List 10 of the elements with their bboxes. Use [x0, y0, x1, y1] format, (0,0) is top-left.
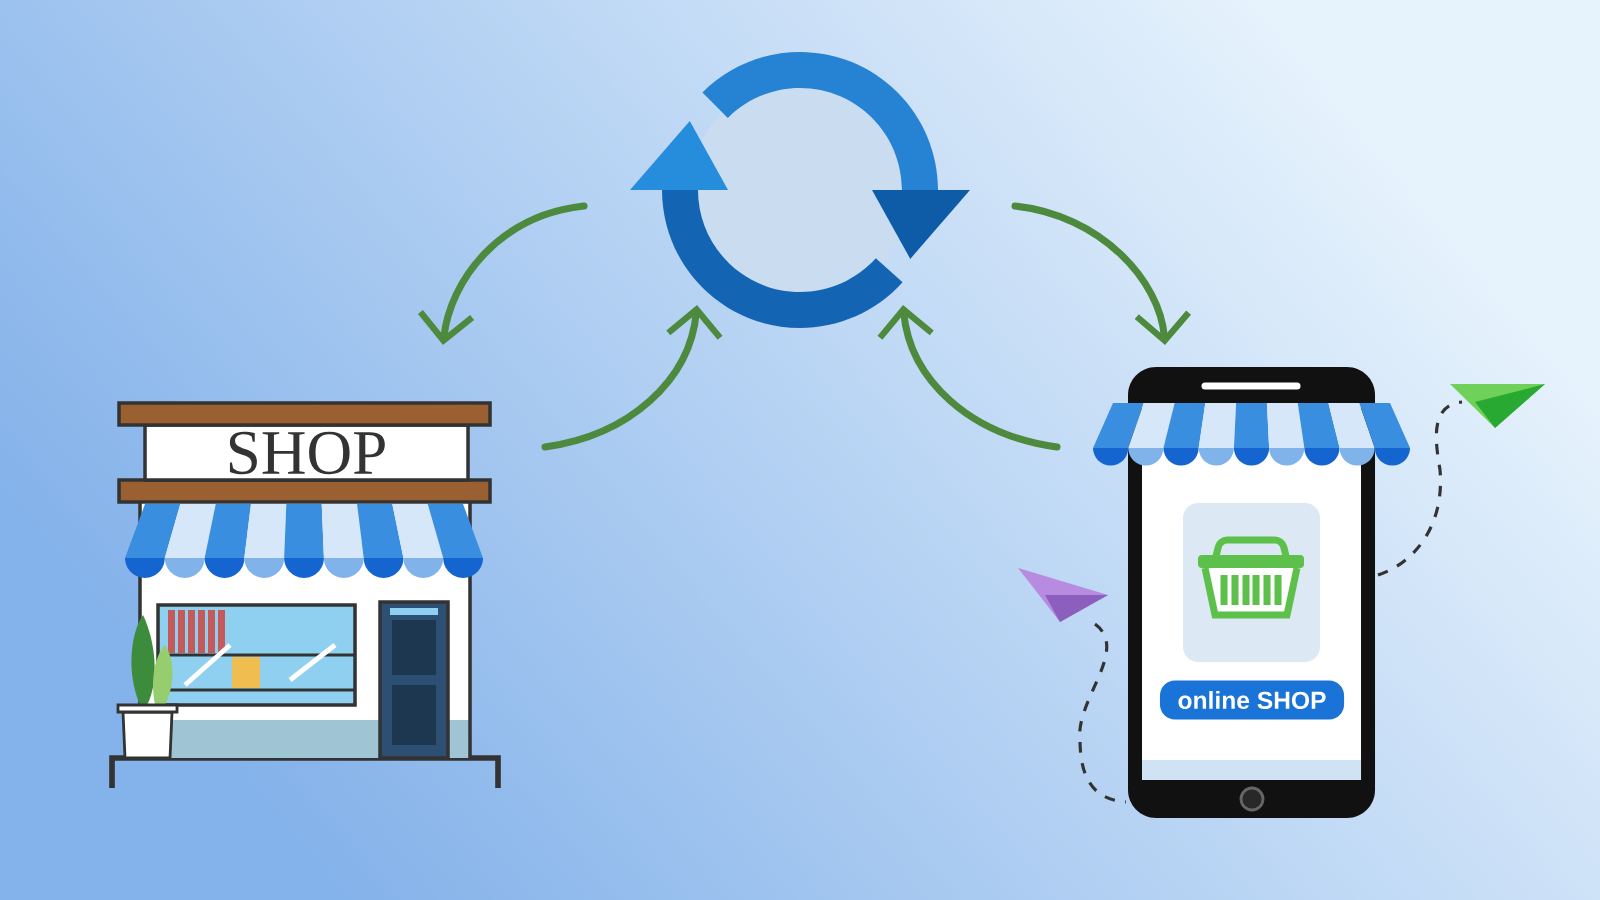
- arrow: [877, 305, 1061, 451]
- sync-arrows-drawing: [630, 52, 970, 328]
- arrow: [541, 305, 723, 451]
- arrow: [1011, 202, 1191, 345]
- paper-plane-icon: [1018, 568, 1108, 622]
- shop-sign-text: SHOP: [229, 431, 385, 475]
- arrow: [417, 202, 588, 345]
- paper-plane-icon: [1450, 384, 1545, 428]
- dashed-line: [1078, 622, 1127, 804]
- dashed-line: [1377, 400, 1463, 577]
